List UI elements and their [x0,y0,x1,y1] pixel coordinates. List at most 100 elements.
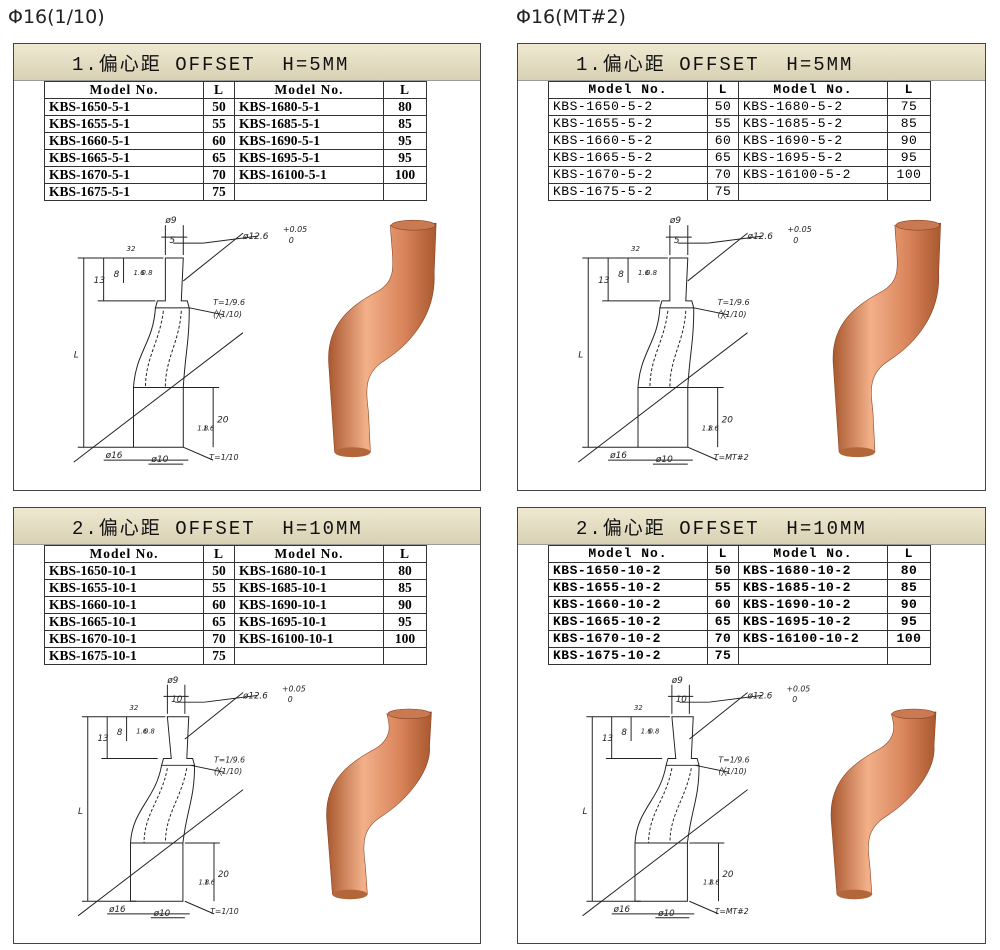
table-cell: KBS-1690-5-1 [234,132,384,150]
table-cell: KBS-1690-5-2 [738,132,888,150]
panel-header-text: 2.偏心距 OFFSET H=10MM [576,517,867,540]
dim-label: 13 [94,276,106,286]
dim-label: 8 [117,728,123,738]
col-model-header: Model No. [548,545,708,563]
dim-label: L [78,807,83,817]
dim-label: 8 [618,270,624,280]
col-L-header: L [887,81,931,99]
table-cell [234,647,384,665]
table-cell: KBS-1675-5-1 [44,183,204,201]
dim-label: ø10 [150,455,168,465]
table-cell: KBS-1675-10-2 [548,647,708,665]
table-cell: KBS-1655-10-1 [44,579,204,597]
dim-label: T=1/10 [209,453,238,462]
dim-label: 0.8 [144,727,155,735]
dim-label: 0 [288,695,293,704]
table-cell: KBS-1695-10-1 [234,613,384,631]
table-cell: KBS-16100-5-1 [234,166,384,184]
table-cell: KBS-1670-10-2 [548,630,708,648]
table-cell: KBS-1695-10-2 [738,613,888,631]
table-cell: 95 [383,132,427,150]
table-cell: KBS-1680-10-2 [738,562,888,580]
dim-label: L [583,807,588,817]
table-cell: 75 [203,183,235,201]
table-cell [234,183,384,201]
dim-label: 10 [676,695,688,705]
table-cell: 50 [707,562,739,580]
dim-label: 1.8 [703,879,714,887]
col-L-header: L [203,81,235,99]
table-cell: 90 [887,596,931,614]
spec-panel: 2.偏心距 OFFSET H=10MM Model No. L Model No… [517,507,986,944]
dim-label: 32 [130,704,139,712]
table-cell: 100 [383,166,427,184]
table-cell: KBS-1660-10-2 [548,596,708,614]
dim-label: ø10 [153,909,171,919]
dim-label: ø16 [108,905,126,915]
dim-label: ø10 [655,455,673,465]
dim-label: 8 [621,728,627,738]
table-cell: 75 [887,98,931,116]
dim-label: 1.6 [203,424,215,432]
col-model-header: Model No. [44,81,204,99]
dim-label: 20 [722,870,734,880]
table-cell: 55 [203,579,235,597]
dim-label: 1.6 [638,269,650,277]
dim-label: ø16 [609,451,627,461]
table-cell: 85 [887,115,931,133]
dim-label: L [74,351,79,361]
table-header-row: Model No. L Model No. L [44,545,427,563]
table-cell [383,183,427,201]
table-cell: KBS-1650-5-1 [44,98,204,116]
dim-label: T=1/9.6 [214,755,245,764]
table-cell: KBS-1685-10-1 [234,579,384,597]
dim-label: ø16 [105,451,123,461]
dim-label: 32 [127,245,136,253]
table-cell: 65 [707,149,739,167]
table-cell: KBS-16100-10-1 [234,630,384,648]
col-model-header: Model No. [548,81,708,99]
panel-header-text: 1.偏心距 OFFSET H=5MM [576,53,854,76]
dim-label: 1.6 [709,879,720,887]
dim-label: T=MT#2 [715,907,749,916]
table-cell: 95 [887,613,931,631]
dim-label: 1.6 [641,727,652,735]
dim-label: 1.8 [702,424,714,432]
drawing-outline [577,225,763,465]
dim-label: 1.8 [198,879,209,887]
table-cell: KBS-1665-5-1 [44,149,204,167]
col-L-header: L [383,545,427,563]
dim-label: 0.8 [649,727,660,735]
table-cell: KBS-1670-10-1 [44,630,204,648]
table-cell: 85 [383,579,427,597]
panel-header: 2.偏心距 OFFSET H=10MM [518,508,985,545]
dim-label: ø12.6 [242,691,268,701]
dim-label: 0 [289,236,294,245]
table-cell: KBS-1685-10-2 [738,579,888,597]
copper-pipe-image [326,708,432,900]
dim-label: 1.6 [708,424,720,432]
dim-label: T=MT#2 [714,453,749,462]
table-cell: KBS-1655-10-2 [548,579,708,597]
table-cell: 90 [383,596,427,614]
table-cell: KBS-1675-10-1 [44,647,204,665]
table-cell [383,647,427,665]
dim-label: 1.6 [134,269,146,277]
table-cell: KBS-1670-5-2 [548,166,708,184]
col-L-header: L [707,81,739,99]
table-cell: 60 [203,596,235,614]
table-cell: KBS-1680-10-1 [234,562,384,580]
table-cell: 60 [707,596,739,614]
col-L-header: L [887,545,931,563]
table-cell: 55 [707,579,739,597]
dim-label: 0 [792,695,797,704]
